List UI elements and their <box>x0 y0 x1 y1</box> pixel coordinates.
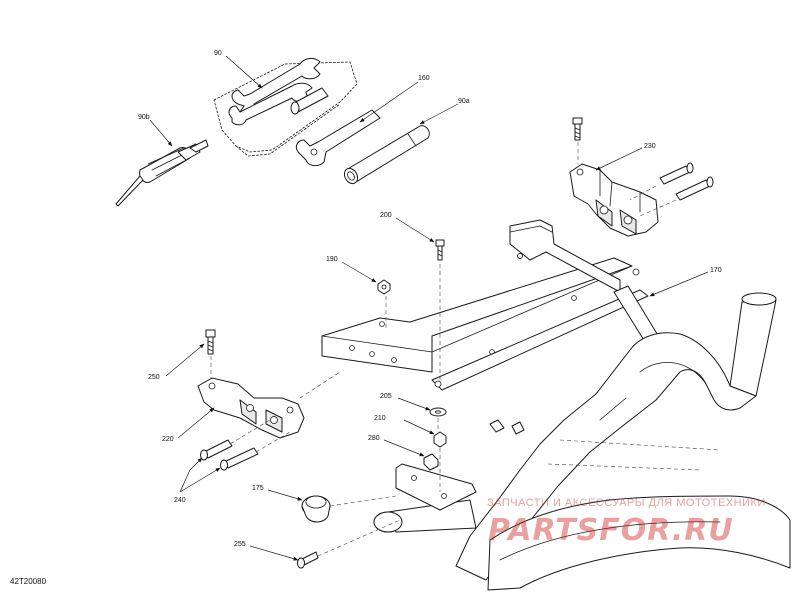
front-bumper-tube <box>373 292 791 591</box>
callout-190: 190 <box>326 256 338 263</box>
nut-190 <box>377 279 391 295</box>
right-mounting-bracket <box>569 163 659 237</box>
callout-220: 220 <box>162 436 174 443</box>
callout-leaders <box>149 55 709 561</box>
screwdriver-tool <box>115 139 209 207</box>
nut-280 <box>423 453 439 471</box>
watermark-tagline: ЗАПЧАСТИ И АКСЕССУАРЫ ДЛЯ МОТОТЕХНИКИ <box>487 497 766 509</box>
frame-cross-member <box>321 219 663 391</box>
callout-230: 230 <box>644 143 656 150</box>
right-bracket-bolt-top <box>572 117 583 141</box>
callout-250: 250 <box>148 374 160 381</box>
callout-170: 170 <box>710 267 722 274</box>
watermark: ЗАПЧАСТИ И АКСЕССУАРЫ ДЛЯ МОТОТЕХНИКИ PA… <box>487 497 766 548</box>
callout-90a: 90a <box>458 98 470 105</box>
callout-labels: 90 90b 160 90a 230 200 190 170 250 205 2… <box>138 50 722 548</box>
bolt-200 <box>435 239 445 261</box>
watermark-brand: PARTSFOR.RU <box>488 513 734 548</box>
callout-200: 200 <box>380 212 392 219</box>
callout-175: 175 <box>252 485 264 492</box>
callout-205: 205 <box>380 393 392 400</box>
wrench-tool <box>228 57 329 126</box>
assembly-lines <box>210 142 677 557</box>
right-bracket-bolts <box>659 162 714 201</box>
socket-tube-tool <box>343 125 430 185</box>
callout-240: 240 <box>174 497 186 504</box>
left-bracket-bolt-top <box>205 329 216 355</box>
washer-205 <box>429 407 447 417</box>
plug-175 <box>301 495 331 523</box>
callout-90b: 90b <box>138 114 150 121</box>
callout-160: 160 <box>418 75 430 82</box>
callout-90: 90 <box>214 50 222 57</box>
diagram-reference-code: 42T20080 <box>10 577 47 586</box>
callout-255: 255 <box>234 541 246 548</box>
screw-255 <box>297 551 319 569</box>
callout-280: 280 <box>368 435 380 442</box>
spanner-tool <box>295 109 381 167</box>
nut-210 <box>433 431 447 448</box>
left-mounting-bracket <box>197 377 305 439</box>
callout-210: 210 <box>374 415 386 422</box>
left-bracket-bolts <box>200 439 259 471</box>
